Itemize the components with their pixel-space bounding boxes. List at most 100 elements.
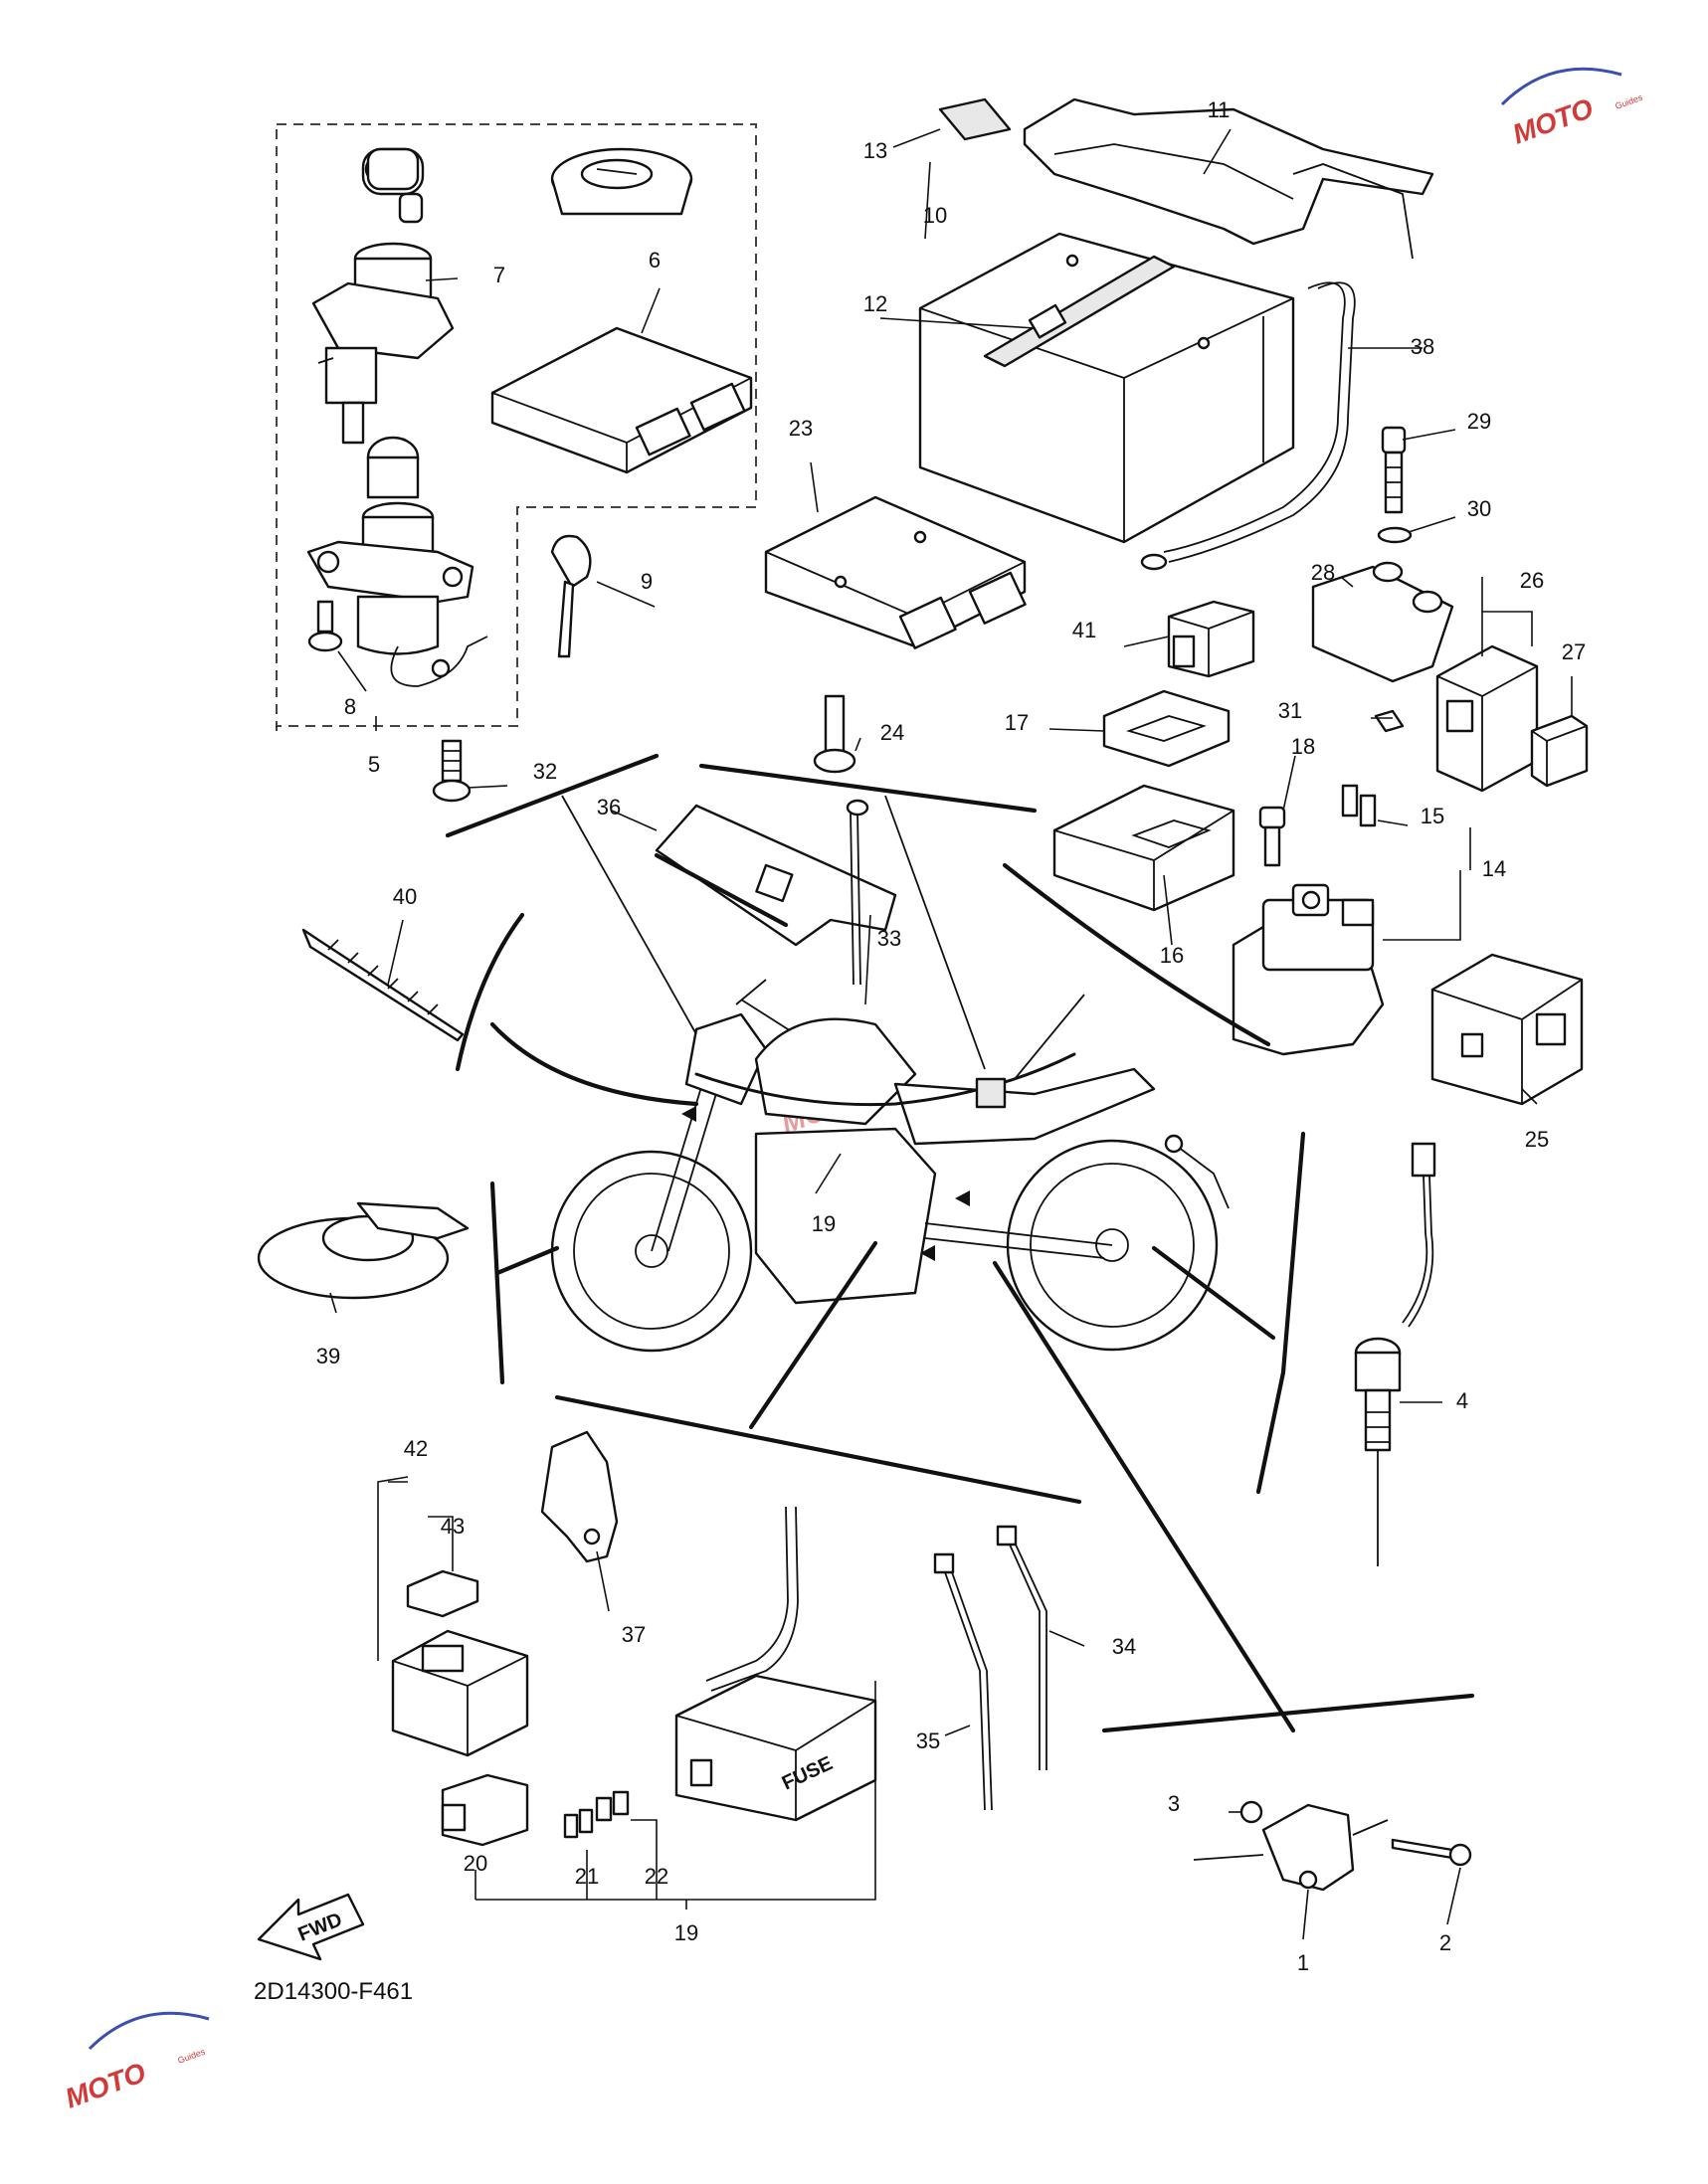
callout-number: 15 (1421, 804, 1444, 828)
part-28-cover (1311, 561, 1454, 683)
callout-number: 19 (812, 1211, 836, 1236)
callout-number: 16 (1160, 943, 1184, 968)
part-27-relay (1530, 714, 1589, 788)
callout-number: 11 (1208, 97, 1231, 122)
part-40-band (301, 928, 465, 1042)
part-25-unit (1430, 953, 1584, 1106)
part-24-bolt (813, 694, 856, 774)
callout-number: 37 (622, 1622, 646, 1647)
watermark-text: MOTO (1508, 92, 1597, 150)
callout-number: 8 (344, 694, 356, 719)
callout-number: 10 (923, 203, 947, 228)
watermark-bottom: MOTO Guides (61, 2011, 210, 2114)
part-19-fusebox: FUSE (674, 1506, 877, 1822)
part-34-band (996, 1525, 1047, 1770)
leader-lines (276, 128, 1573, 1940)
part-29-bolt (1381, 426, 1407, 514)
part-30-washer (1377, 526, 1413, 544)
part-11-bracket (1023, 97, 1434, 260)
callout-number: 9 (641, 569, 653, 594)
part-37-clamp (540, 1430, 619, 1563)
watermark-sub: Guides (1613, 92, 1644, 111)
watermark-sub: Guides (176, 2047, 207, 2066)
callout-number: 29 (1467, 409, 1491, 434)
callout-numbers: 1 2 3 4 5 6 7 8 9 10 11 12 13 14 15 16 1… (316, 97, 1586, 1975)
callout-number: 21 (575, 1864, 599, 1889)
callout-number: 43 (441, 1514, 465, 1539)
callout-number: 5 (368, 752, 380, 777)
part-41-relay (1167, 600, 1255, 678)
callout-number: 22 (645, 1864, 668, 1889)
part-1-switch (1193, 1803, 1389, 1892)
callout-number: 34 (1112, 1634, 1136, 1659)
part-6-module (490, 326, 753, 474)
callout-number: 36 (597, 795, 621, 819)
callout-number: 1 (1297, 1950, 1309, 1975)
callout-number: 35 (916, 1729, 940, 1753)
callout-number: 42 (404, 1436, 428, 1461)
part-13-pad (938, 97, 1012, 141)
callout-number: 18 (1291, 734, 1315, 759)
callout-number: 23 (789, 416, 813, 441)
callout-number: 32 (533, 759, 557, 784)
part-42-coupler (391, 1629, 529, 1757)
callout-rays (445, 753, 1475, 1733)
callout-number: 24 (880, 720, 904, 745)
part-4-switch (1354, 1142, 1436, 1566)
callout-number: 40 (393, 884, 417, 909)
part-26-relay (1435, 644, 1539, 793)
part-3-nut (1239, 1800, 1263, 1824)
watermark-top: MOTO Guides (1500, 67, 1644, 150)
callout-number: 14 (1482, 856, 1506, 881)
callout-number: 28 (1311, 560, 1335, 585)
callout-number: 4 (1456, 1388, 1468, 1413)
part-main-switch (306, 147, 488, 687)
part-fuel-cap (550, 147, 693, 216)
callout-number: 2 (1439, 1930, 1451, 1955)
part-12-band (983, 255, 1176, 368)
part-23-module (764, 495, 1027, 649)
part-43-cover (406, 1569, 479, 1618)
part-20-holder (441, 1773, 529, 1847)
callout-number: 3 (1168, 1791, 1180, 1816)
part-16-cover (1052, 784, 1235, 912)
callout-number: 30 (1467, 496, 1491, 521)
callout-number: 38 (1411, 334, 1434, 359)
part-9-key (550, 534, 592, 658)
watermark-text: MOTO (61, 2057, 149, 2114)
part-2-screw (1391, 1838, 1472, 1867)
part-18-bolt (1258, 806, 1286, 867)
callout-number: 25 (1525, 1127, 1549, 1152)
part-15-fuse (1341, 784, 1377, 827)
part-10-battery (918, 232, 1295, 544)
part-17-cover (1102, 689, 1231, 768)
callout-number: 26 (1520, 568, 1544, 593)
callout-number: 13 (863, 138, 887, 163)
callout-number: 31 (1278, 698, 1302, 723)
diagram-code: 2D14300-F461 (254, 1978, 413, 2005)
part-31-clip (1374, 709, 1405, 733)
callout-number: 39 (316, 1344, 340, 1368)
callout-number: 20 (464, 1851, 487, 1876)
part-32-bolt (432, 739, 472, 803)
callout-number: 17 (1005, 710, 1029, 735)
part-35-band (933, 1552, 993, 1811)
callout-number: 12 (863, 291, 887, 316)
callout-number: 33 (877, 926, 901, 951)
part-39-horn (257, 1201, 470, 1300)
part-36-plate (655, 804, 897, 947)
callout-number: 27 (1562, 639, 1586, 664)
callout-number: 19 (674, 1920, 698, 1945)
part-33-band (846, 799, 869, 986)
part-key-cylinder (364, 147, 420, 191)
part-21-fuse (563, 1808, 594, 1839)
part-22-fuse (595, 1790, 630, 1822)
part-14-starter-relay (1232, 883, 1385, 1056)
part-38-lead (1140, 281, 1356, 571)
callout-number: 6 (649, 248, 661, 273)
motorcycle-outline (550, 979, 1230, 1353)
callout-number: 41 (1072, 618, 1096, 642)
callout-number: 7 (493, 263, 505, 287)
